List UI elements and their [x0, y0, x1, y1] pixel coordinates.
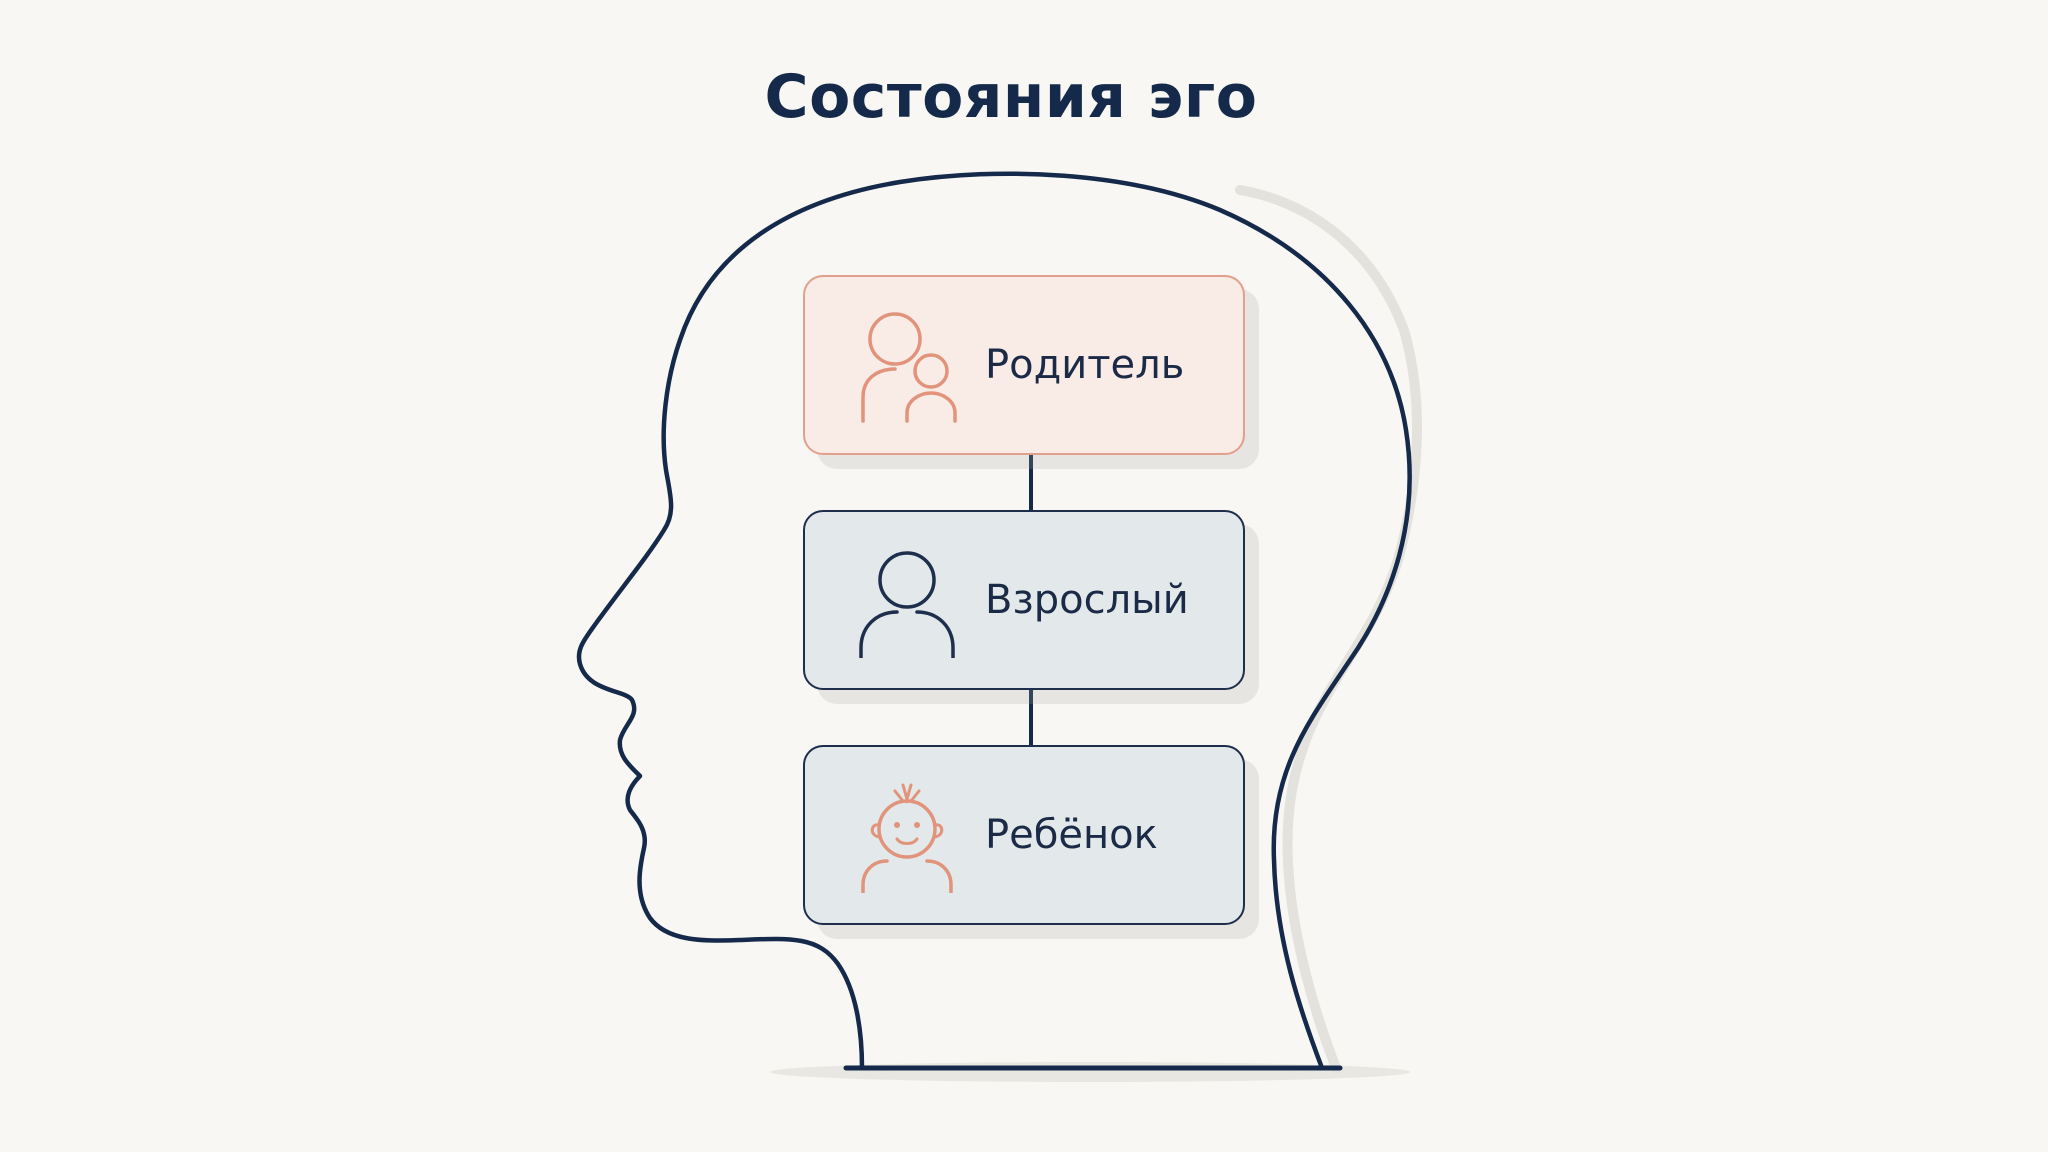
adult-person-icon [859, 551, 955, 658]
ego-state-parent-box: Родитель [803, 275, 1245, 455]
ego-state-adult-box: Взрослый [803, 510, 1245, 690]
head-back-shadow [1235, 185, 1422, 1073]
ego-state-adult-label: Взрослый [985, 577, 1189, 623]
head-outline [576, 171, 1412, 1071]
ego-state-child-box: Ребёнок [803, 745, 1245, 925]
diagram-title: Состояния эго [764, 62, 1258, 132]
baby-face-icon [861, 783, 953, 893]
parent-child-icon [861, 312, 957, 423]
ground-shadow [770, 1062, 1410, 1082]
ego-state-child-label: Ребёнок [985, 812, 1158, 858]
ego-state-parent-label: Родитель [985, 342, 1185, 388]
